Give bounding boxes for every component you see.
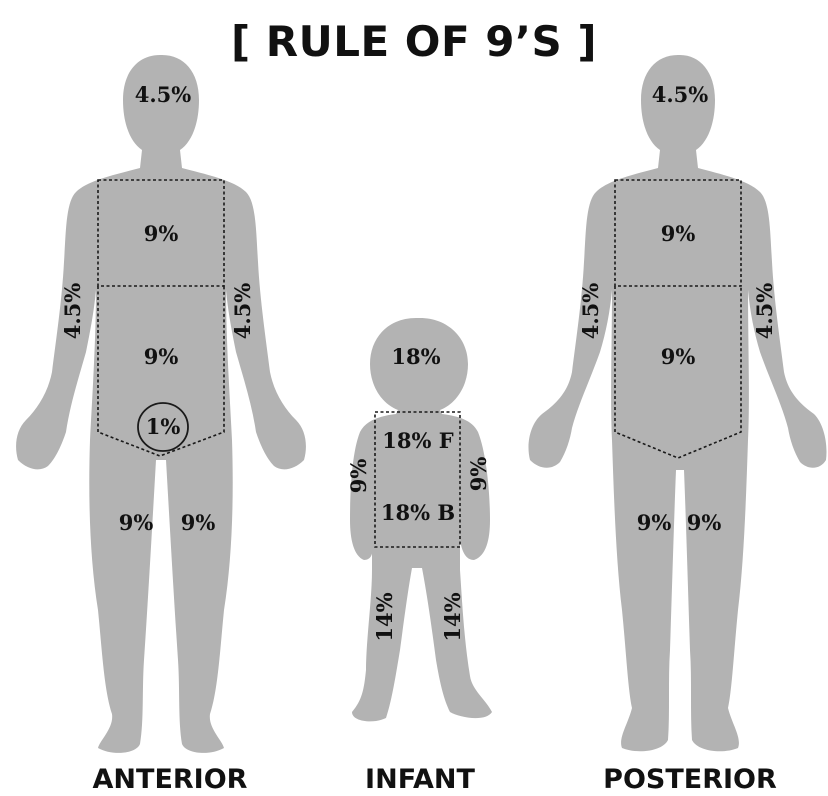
posterior-right-arm-label: 4.5%	[752, 283, 777, 340]
posterior-figure: 4.5% 9% 9% 4.5% 4.5% 9% 9% POSTERIOR	[529, 55, 827, 795]
infant-caption: INFANT	[365, 764, 475, 795]
posterior-left-arm-label: 4.5%	[578, 283, 603, 340]
posterior-caption: POSTERIOR	[603, 764, 777, 795]
posterior-silhouette	[529, 55, 827, 751]
diagram-title: [ RULE OF 9’S ]	[231, 17, 597, 66]
infant-torso-back-label: 18% B	[381, 500, 455, 525]
anterior-right-arm-label: 4.5%	[230, 283, 255, 340]
posterior-upper-back-label: 9%	[661, 221, 696, 246]
posterior-head-label: 4.5%	[652, 82, 709, 107]
anterior-head-label: 4.5%	[135, 82, 192, 107]
anterior-left-arm-label: 4.5%	[60, 283, 85, 340]
anterior-figure: 4.5% 9% 9% 1% 4.5% 4.5% 9% 9% ANTERIOR	[16, 55, 306, 795]
posterior-left-leg-label: 9%	[637, 510, 672, 535]
anterior-caption: ANTERIOR	[93, 764, 248, 795]
anterior-right-leg-label: 9%	[181, 510, 216, 535]
infant-right-arm-label: 9%	[466, 457, 491, 492]
posterior-right-leg-label: 9%	[687, 510, 722, 535]
infant-left-leg-label: 14%	[372, 592, 397, 641]
anterior-chest-label: 9%	[144, 221, 179, 246]
posterior-lower-back-label: 9%	[661, 344, 696, 369]
infant-figure: 18% 18% F 18% B 9% 9% 14% 14% INFANT	[346, 318, 492, 795]
infant-right-leg-label: 14%	[440, 592, 465, 641]
infant-left-arm-label: 9%	[346, 459, 371, 494]
anterior-genital-label: 1%	[146, 414, 181, 439]
anterior-left-leg-label: 9%	[119, 510, 154, 535]
anterior-abdomen-label: 9%	[144, 344, 179, 369]
infant-head-label: 18%	[391, 344, 440, 369]
infant-torso-front-label: 18% F	[382, 428, 453, 453]
